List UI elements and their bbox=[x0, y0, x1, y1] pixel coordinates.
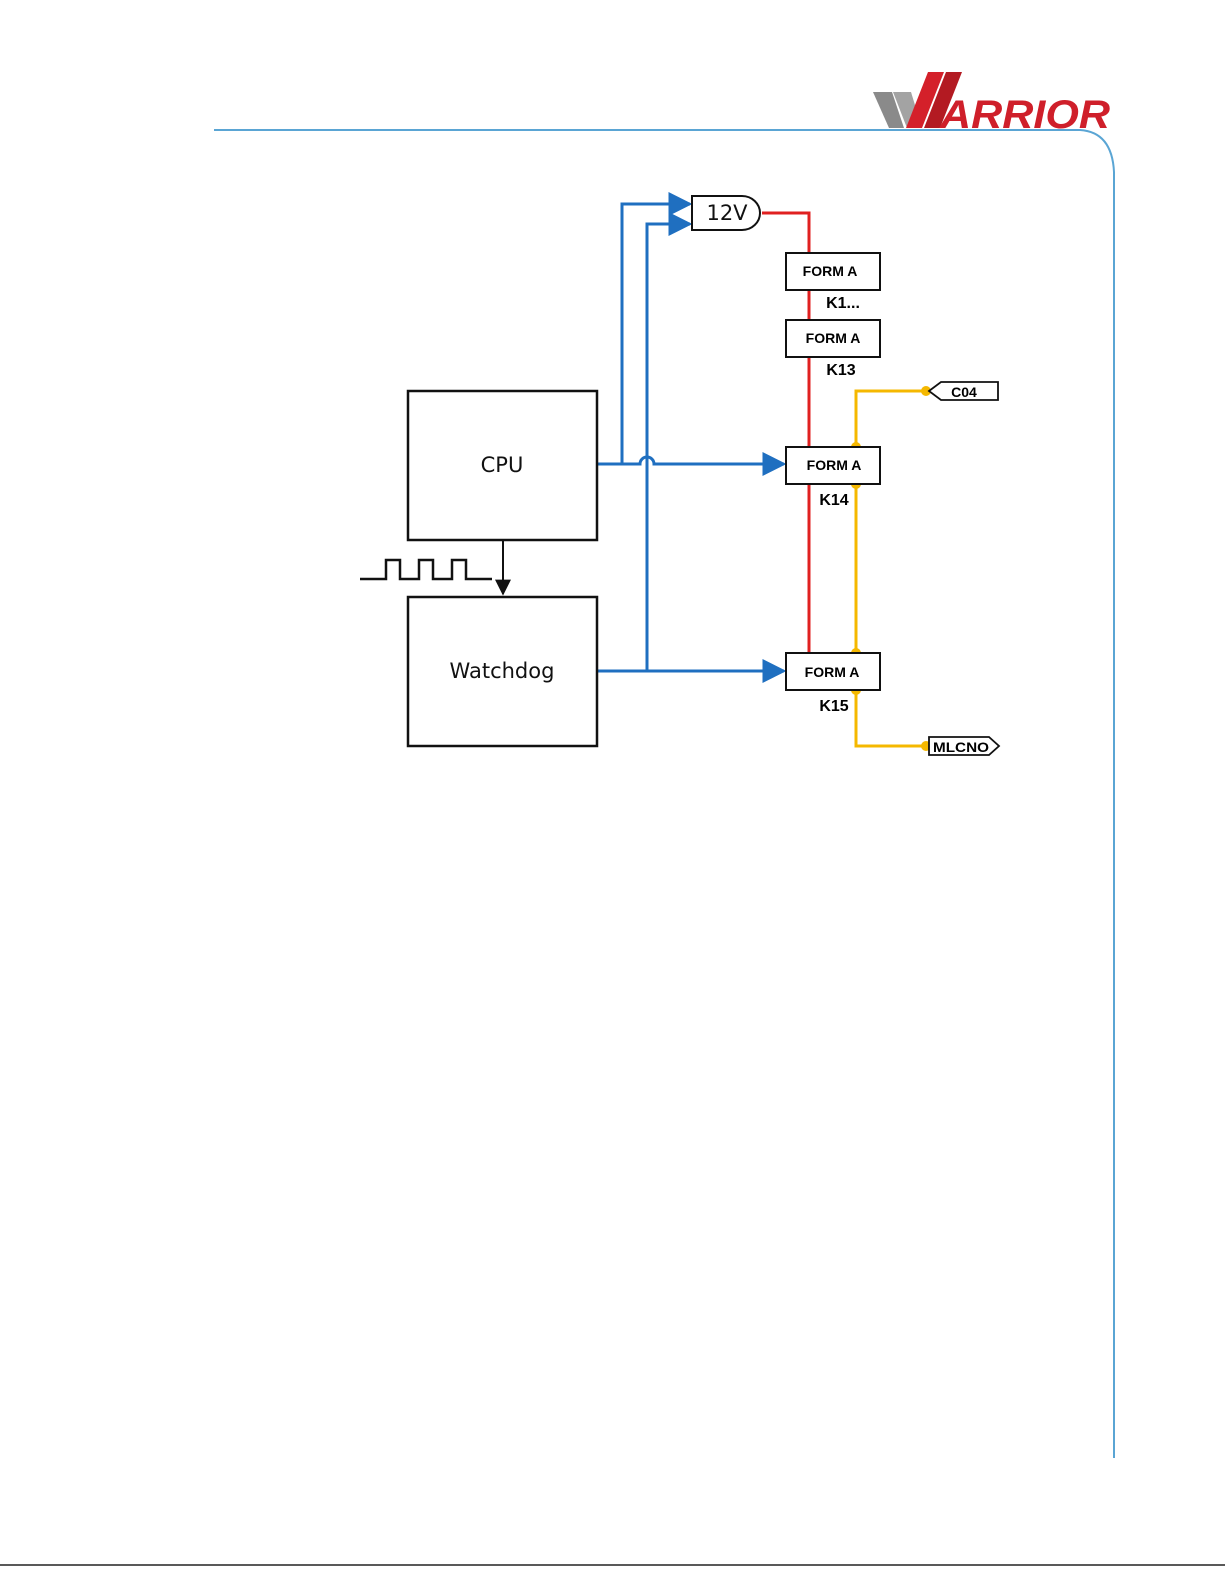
supply-12v: 12V bbox=[692, 196, 760, 230]
connector-c04: C04 bbox=[929, 382, 998, 400]
relay-k13: FORM A K13 bbox=[786, 320, 880, 379]
relay-k1-type: FORM A bbox=[803, 263, 858, 279]
contact-nodes bbox=[851, 386, 931, 751]
watchdog-label: Watchdog bbox=[450, 659, 555, 683]
relay-k15-id: K15 bbox=[819, 698, 848, 715]
supply-12v-label: 12V bbox=[706, 201, 748, 225]
heartbeat-pulse-icon bbox=[360, 560, 492, 579]
connector-mlcno: MLCNO bbox=[929, 737, 999, 755]
cpu-to-12v-wire bbox=[597, 204, 690, 464]
relay-k14-type: FORM A bbox=[807, 457, 862, 473]
relay-k14-id: K14 bbox=[819, 492, 848, 509]
contact-wires bbox=[856, 391, 926, 746]
relay-k14: FORM A K14 bbox=[786, 447, 880, 509]
connector-c04-label: C04 bbox=[951, 384, 977, 400]
relay-k15-type: FORM A bbox=[805, 664, 860, 680]
relay-k1-id: K1... bbox=[826, 295, 860, 312]
c04-to-k14-wire bbox=[856, 391, 926, 447]
connector-mlcno-label: MLCNO bbox=[933, 739, 989, 755]
cpu-label: CPU bbox=[481, 453, 524, 477]
cpu-block: CPU bbox=[408, 391, 597, 540]
relay-k13-type: FORM A bbox=[806, 330, 861, 346]
relay-k1: FORM A K1... bbox=[786, 253, 880, 312]
k15-to-mlcno-wire bbox=[856, 690, 926, 746]
header-rule bbox=[214, 130, 1114, 1458]
control-wires bbox=[597, 204, 784, 671]
warrior-logo: ARRIOR bbox=[873, 72, 1110, 137]
watchdog-block: Watchdog bbox=[408, 597, 597, 746]
relay-k13-id: K13 bbox=[826, 362, 855, 379]
watchdog-to-12v-wire bbox=[647, 224, 690, 671]
relay-k15: FORM A K15 bbox=[786, 653, 880, 715]
